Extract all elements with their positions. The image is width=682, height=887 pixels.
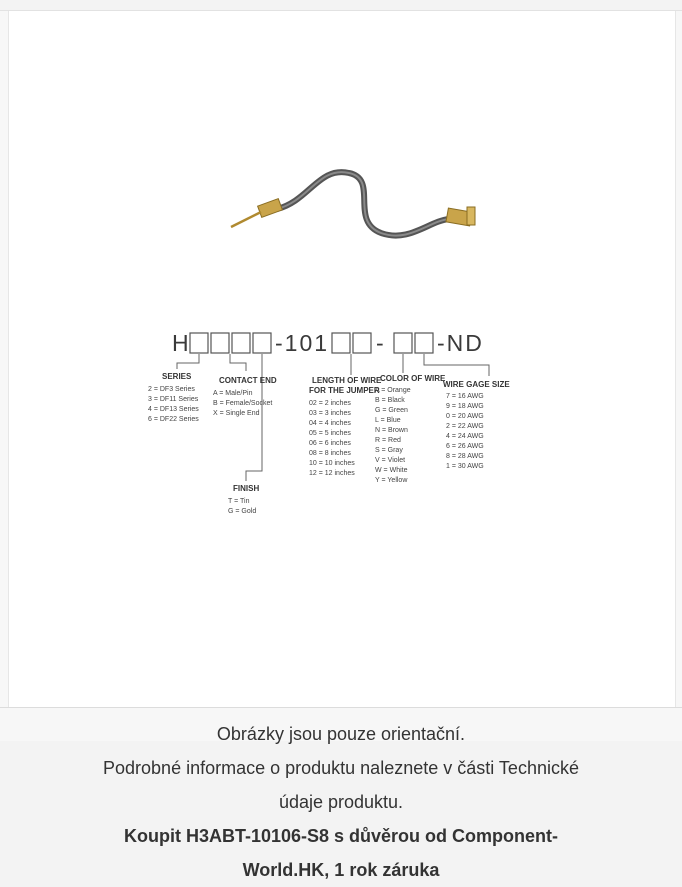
- product-card: H -101 - -ND: [0, 10, 682, 741]
- legend-finish-item: T = Tin: [228, 498, 250, 505]
- legend-series-item: 3 = DF11 Series: [148, 396, 199, 403]
- legend-color-item: S = Gray: [375, 447, 403, 454]
- legend-finish-item: G = Gold: [228, 508, 256, 515]
- legend-gage-heading: WIRE GAGE SIZE: [443, 380, 510, 389]
- legend-gage: WIRE GAGE SIZE 7 = 16 AWG 9 = 18 AWG 0 =…: [443, 380, 510, 470]
- caption-details-line-2: údaje produktu.: [0, 785, 682, 819]
- legend-series-item: 6 = DF22 Series: [148, 416, 199, 423]
- legend-gage-item: 8 = 28 AWG: [446, 453, 484, 460]
- caption-buy-line-1: Koupit H3ABT-10106-S8 s důvěrou od Compo…: [0, 819, 682, 853]
- legend-contact-heading: CONTACT END: [219, 376, 277, 385]
- legend-color-item: N = Brown: [375, 427, 408, 434]
- legend-color: COLOR OF WIRE A = Orange B = Black G = G…: [375, 374, 446, 484]
- legend-color-item: L = Blue: [375, 417, 401, 424]
- code-box-length2: [353, 333, 371, 353]
- legend-gage-item: 7 = 16 AWG: [446, 393, 484, 400]
- caption-divider: [0, 707, 682, 708]
- legend-series: SERIES 2 = DF3 Series 3 = DF11 Series 4 …: [148, 372, 199, 423]
- legend-color-heading: COLOR OF WIRE: [380, 374, 446, 383]
- legend-length-heading-2: FOR THE JUMPER: [309, 386, 380, 395]
- legend-length-heading-1: LENGTH OF WIRE: [312, 376, 382, 385]
- legend-contact-item: B = Female/Socket: [213, 400, 272, 407]
- legend-gage-item: 2 = 22 AWG: [446, 423, 484, 430]
- code-box-contact: [211, 333, 229, 353]
- legend-length-item: 10 = 10 inches: [309, 460, 355, 467]
- legend-length-item: 03 = 3 inches: [309, 410, 351, 417]
- code-box-series: [190, 333, 208, 353]
- legend-length-item: 08 = 8 inches: [309, 450, 351, 457]
- part-number-code: H -101 - -ND: [172, 330, 484, 356]
- code-middle: -101: [275, 330, 329, 356]
- legend-color-item: Y = Yellow: [375, 477, 408, 484]
- legend-color-item: B = Black: [375, 397, 405, 404]
- legend-series-heading: SERIES: [162, 372, 192, 381]
- code-box-length1: [332, 333, 350, 353]
- code-box-contact2: [232, 333, 250, 353]
- legend-length-item: 04 = 4 inches: [309, 420, 351, 427]
- legend-length-item: 06 = 6 inches: [309, 440, 351, 447]
- legend-length-item: 05 = 5 inches: [309, 430, 351, 437]
- legend-gage-item: 0 = 20 AWG: [446, 413, 484, 420]
- legend-length: LENGTH OF WIRE FOR THE JUMPER 02 = 2 inc…: [309, 376, 382, 477]
- legend-gage-item: 6 = 26 AWG: [446, 443, 484, 450]
- caption-disclaimer: Obrázky jsou pouze orientační.: [0, 717, 682, 751]
- jumper-wire-illustration: [231, 172, 475, 236]
- legend-color-item: V = Violet: [375, 457, 405, 464]
- product-diagram: H -101 - -ND: [9, 11, 675, 707]
- image-caption: Obrázky jsou pouze orientační. Podrobné …: [0, 717, 682, 887]
- code-suffix: -ND: [437, 330, 484, 356]
- legend-contact-item: X = Single End: [213, 410, 260, 417]
- legend-length-item: 02 = 2 inches: [309, 400, 351, 407]
- caption-buy-line-2: World.HK, 1 rok záruka: [0, 853, 682, 887]
- legend-gage-item: 1 = 30 AWG: [446, 463, 484, 470]
- legend-gage-item: 4 = 24 AWG: [446, 433, 484, 440]
- legend-length-item: 12 = 12 inches: [309, 470, 355, 477]
- code-box-gage: [415, 333, 433, 353]
- code-box-finish: [253, 333, 271, 353]
- caption-details-line-1: Podrobné informace o produktu naleznete …: [0, 751, 682, 785]
- legend-series-item: 2 = DF3 Series: [148, 386, 195, 393]
- code-prefix: H: [172, 330, 191, 356]
- legend-finish: FINISH T = Tin G = Gold: [228, 484, 259, 515]
- legend-series-item: 4 = DF13 Series: [148, 406, 199, 413]
- legend-color-item: A = Orange: [375, 387, 411, 394]
- legend-contact-end: CONTACT END A = Male/Pin B = Female/Sock…: [213, 376, 277, 417]
- legend-color-item: R = Red: [375, 437, 401, 444]
- code-sep: -: [376, 330, 386, 356]
- legend-gage-item: 9 = 18 AWG: [446, 403, 484, 410]
- product-image[interactable]: H -101 - -ND: [8, 11, 676, 707]
- legend-color-item: W = White: [375, 467, 408, 474]
- legend-contact-item: A = Male/Pin: [213, 390, 253, 397]
- legend-color-item: G = Green: [375, 407, 408, 414]
- code-box-color: [394, 333, 412, 353]
- legend-finish-heading: FINISH: [233, 484, 259, 493]
